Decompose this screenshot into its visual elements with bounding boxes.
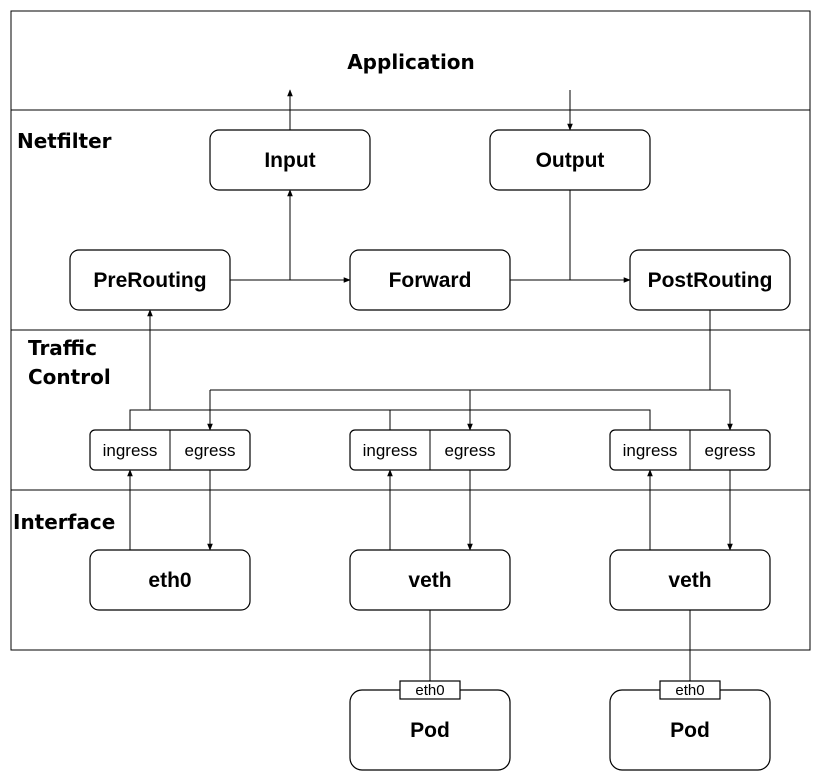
node-input[interactable]: Input xyxy=(209,129,371,191)
node-prerouting[interactable]: PreRouting xyxy=(69,249,231,311)
pod-1-label: Pod xyxy=(410,719,450,742)
pod-2-label: Pod xyxy=(670,719,710,742)
node-forward-label: Forward xyxy=(389,269,472,292)
netfilter-lane-label: Netfilter xyxy=(17,129,112,153)
pod-2-nic-tag xyxy=(659,680,721,700)
tc-eth0-egress-label: egress xyxy=(184,441,235,460)
tc-veth2-egress-label: egress xyxy=(704,441,755,460)
interface-lane-label: Interface xyxy=(13,510,115,534)
node-output[interactable]: Output xyxy=(489,129,651,191)
line-postrouting-to-egress-bus xyxy=(210,310,711,391)
node-postrouting-label: PostRouting xyxy=(648,269,773,292)
tc-veth2-ingress-label: ingress xyxy=(623,441,678,460)
node-veth2-label: veth xyxy=(668,569,711,592)
arrow-egress-bus-to-veth2-egress xyxy=(710,389,733,431)
traffic-control-lane-label-line2: Control xyxy=(28,365,111,389)
node-veth1[interactable]: veth xyxy=(349,549,511,611)
traffic-control-lane-label-line1: Traffic xyxy=(28,336,97,360)
tc-veth1-ingress-label: ingress xyxy=(363,441,418,460)
tc-veth2[interactable]: ingress egress xyxy=(609,429,771,471)
node-output-label: Output xyxy=(536,149,605,172)
tc-eth0-ingress-label: ingress xyxy=(103,441,158,460)
node-prerouting-label: PreRouting xyxy=(93,269,206,292)
tc-veth1[interactable]: ingress egress xyxy=(349,429,511,471)
node-eth0[interactable]: eth0 xyxy=(89,549,251,611)
node-eth0-label: eth0 xyxy=(148,569,191,592)
pod-1-nic-label: eth0 xyxy=(415,682,444,699)
node-veth1-label: veth xyxy=(408,569,451,592)
interface-lane xyxy=(10,489,811,651)
connectors xyxy=(127,89,733,681)
pod-2-nic-label: eth0 xyxy=(675,682,704,699)
tc-veth1-egress-label: egress xyxy=(444,441,495,460)
node-forward[interactable]: Forward xyxy=(349,249,511,311)
node-pod-1[interactable]: Pod eth0 xyxy=(349,680,511,771)
application-lane-label: Application xyxy=(347,50,475,74)
node-pod-2[interactable]: Pod eth0 xyxy=(609,680,771,771)
pod-1-nic-tag xyxy=(399,680,461,700)
tc-eth0[interactable]: ingress egress xyxy=(89,429,251,471)
node-input-label: Input xyxy=(264,149,315,172)
node-veth2[interactable]: veth xyxy=(609,549,771,611)
node-postrouting[interactable]: PostRouting xyxy=(629,249,791,311)
